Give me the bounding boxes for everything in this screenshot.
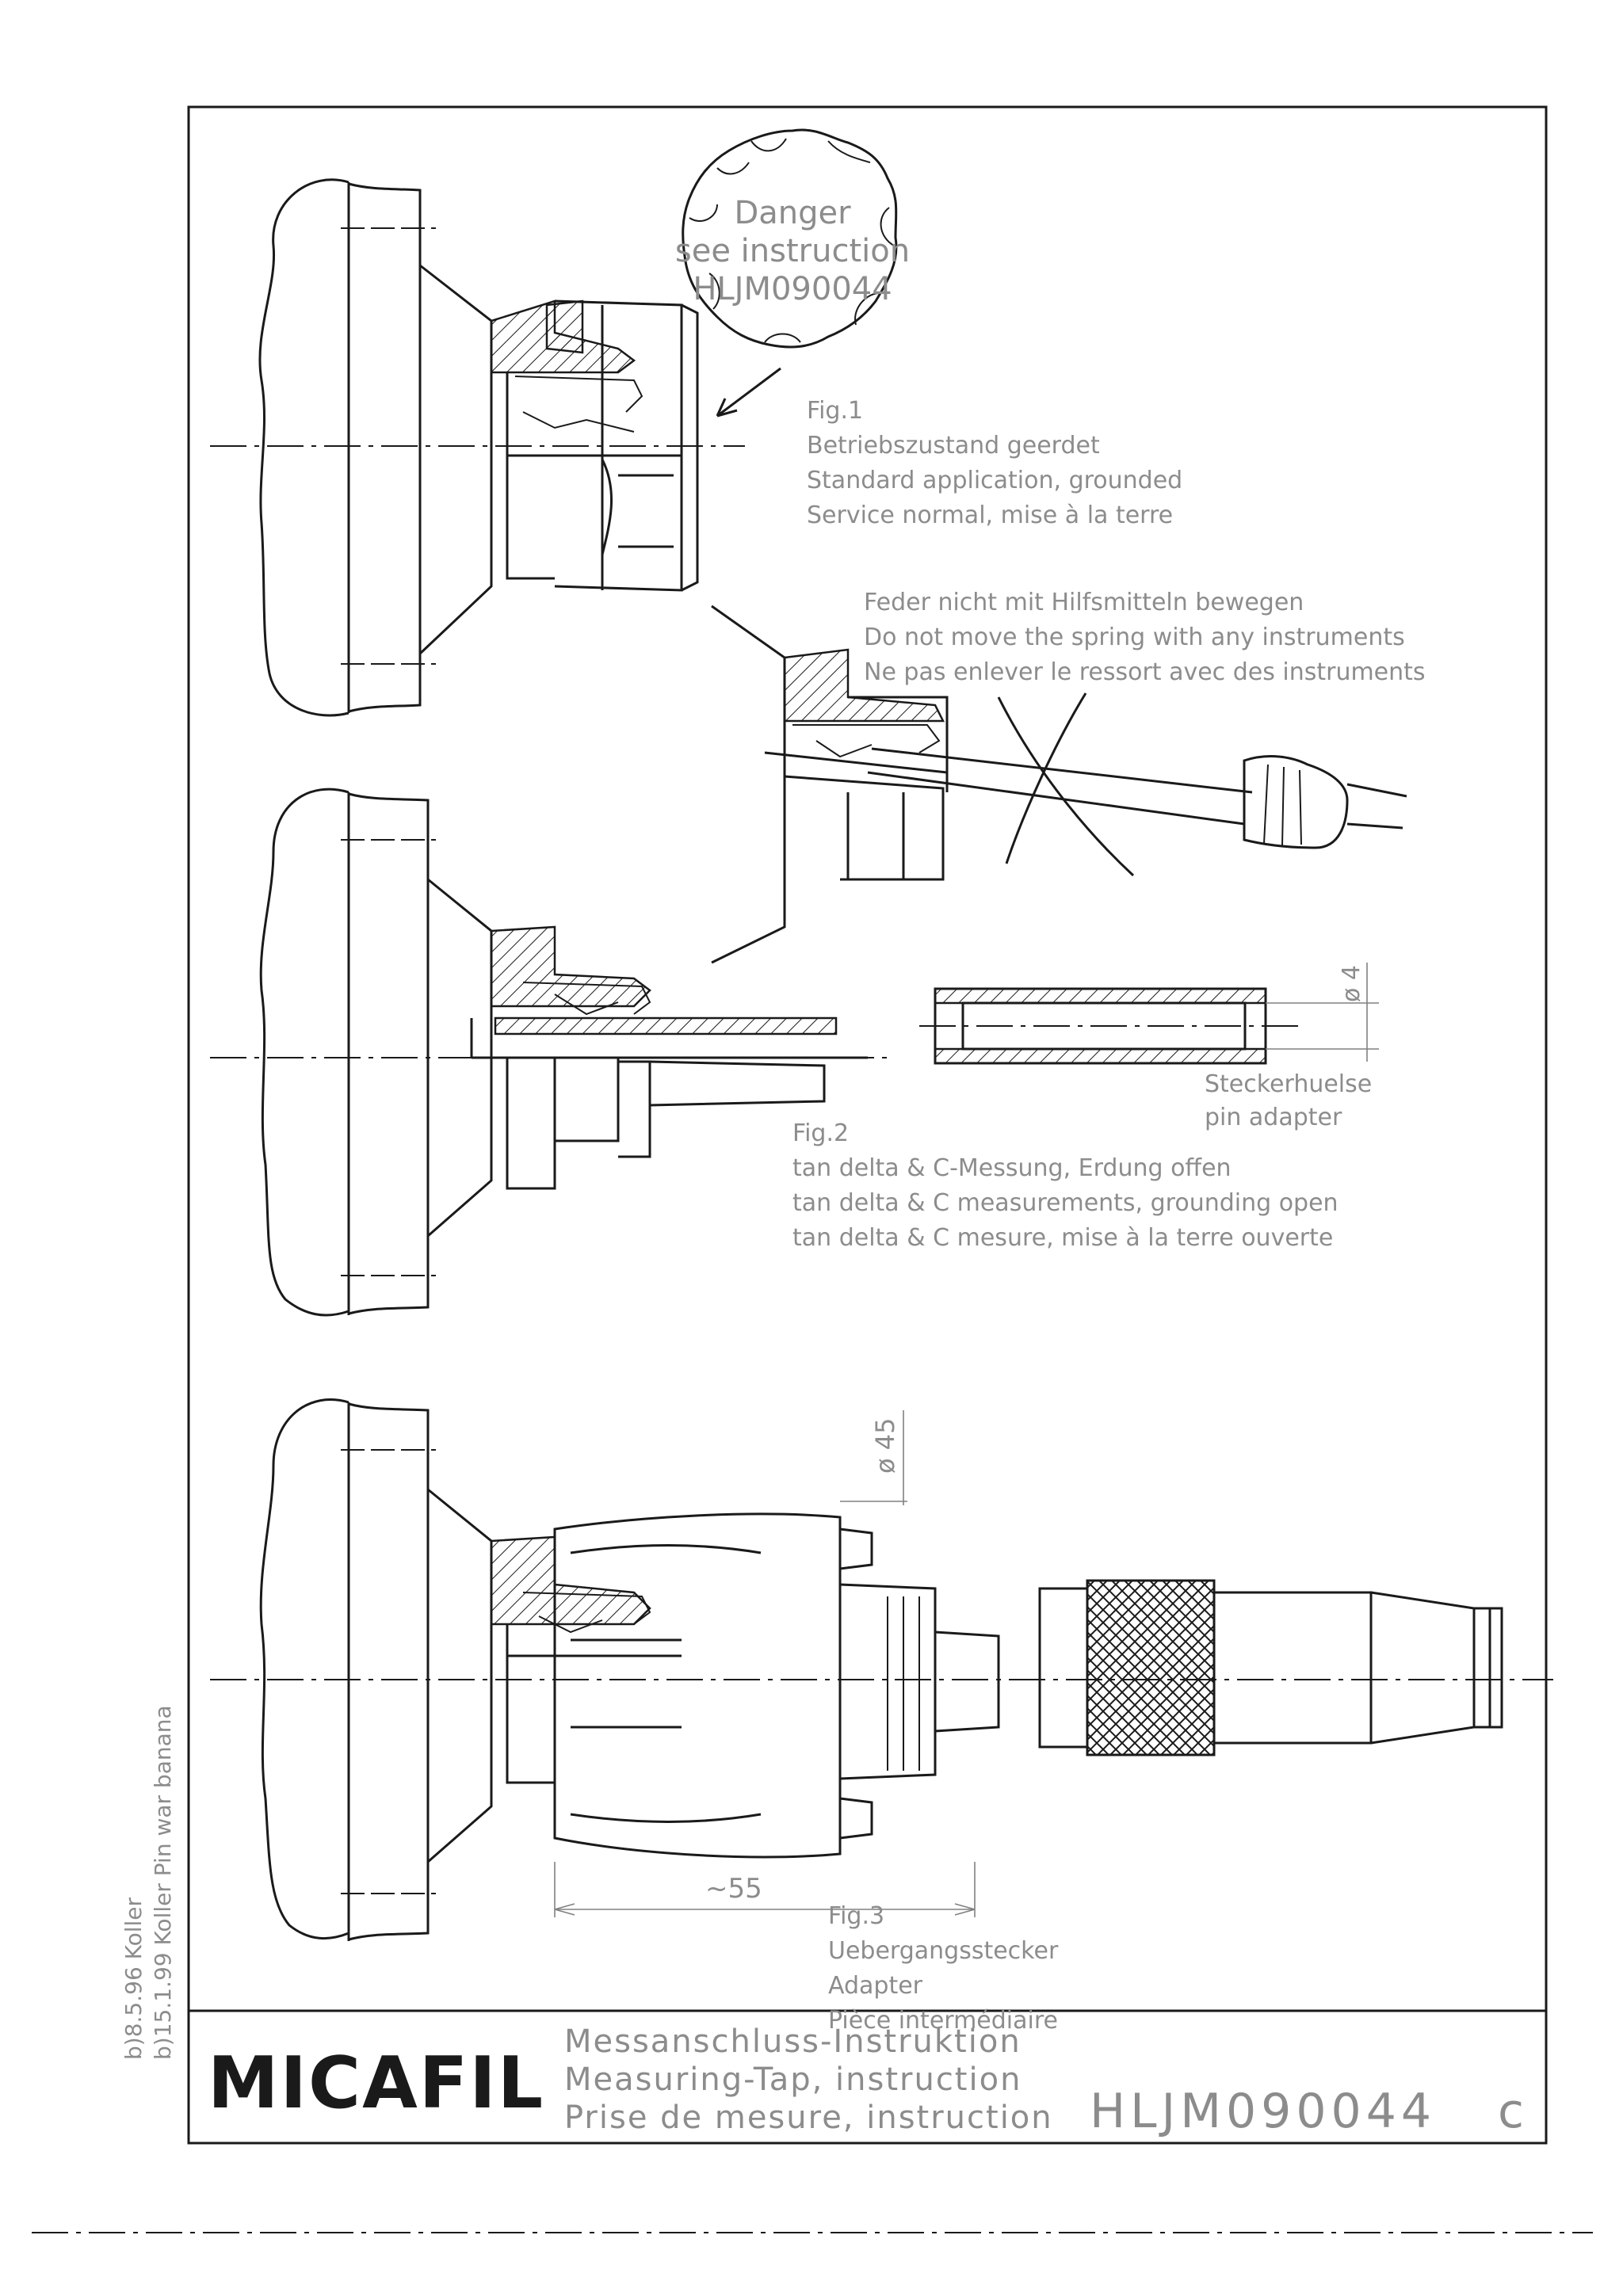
drawing-number: HLJM090044: [1090, 2084, 1436, 2139]
pin-adapter-dimension: ø 4: [1338, 965, 1365, 1002]
fig2-caption-de: tan delta & C-Messung, Erdung offen: [792, 1154, 1232, 1182]
warning-detail-drawing: [711, 605, 1407, 964]
revision-line1: b)8.5.96 Koller: [120, 1897, 147, 2060]
danger-label-line2: see instruction: [675, 233, 910, 269]
micafil-logo: MICAFIL: [208, 2042, 544, 2125]
fig2-caption-fr: tan delta & C mesure, mise à la terre ou…: [792, 1224, 1333, 1252]
title-en: Measuring-Tap, instruction: [564, 2061, 1022, 2098]
pin-adapter-label-de: Steckerhuelse: [1205, 1070, 1372, 1098]
danger-pointer-arrow: [716, 367, 781, 418]
revision-line2: b)15.1.99 Koller Pin war banana: [150, 1705, 176, 2060]
danger-label-line3: HLJM090044: [693, 271, 892, 307]
title-fr: Prise de mesure, instruction: [564, 2100, 1053, 2136]
fig3-number: Fig.3: [828, 1902, 884, 1930]
fig3-caption: Fig.3 Uebergangsstecker Adapter Pièce in…: [828, 1902, 1059, 2035]
adapter-plug-drawing: [1038, 1579, 1503, 1756]
fig1-drawing: [210, 178, 745, 717]
fig3-caption-de: Uebergangsstecker: [828, 1937, 1059, 1965]
fig3-caption-fr: Pièce intermédiaire: [828, 2007, 1058, 2035]
fig1-caption-de: Betriebszustand geerdet: [807, 432, 1100, 460]
fig2-caption: Fig.2 tan delta & C-Messung, Erdung offe…: [792, 1119, 1338, 1252]
warning-en: Do not move the spring with any instrume…: [864, 624, 1405, 651]
warning-caption: Feder nicht mit Hilfsmitteln bewegen Do …: [864, 589, 1426, 686]
warning-de: Feder nicht mit Hilfsmitteln bewegen: [864, 589, 1304, 616]
fig3-caption-en: Adapter: [828, 1972, 923, 2000]
fig2-caption-en: tan delta & C measurements, grounding op…: [792, 1189, 1338, 1217]
pin-adapter-label-en: pin adapter: [1205, 1104, 1342, 1131]
fig3-dimension-length: ~55: [705, 1873, 762, 1905]
drawing-revision: c: [1498, 2084, 1524, 2139]
title-de: Messanschluss-Instruktion: [564, 2023, 1022, 2060]
fig3-dimension-diameter: ø 45: [870, 1418, 900, 1474]
danger-label-line1: Danger: [734, 195, 851, 231]
revision-notes: b)8.5.96 Koller b)15.1.99 Koller Pin war…: [120, 1705, 176, 2060]
fig1-caption-en: Standard application, grounded: [807, 467, 1182, 494]
fig1-caption-fr: Service normal, mise à la terre: [807, 502, 1173, 529]
fig2-number: Fig.2: [792, 1119, 849, 1147]
danger-label-circle: Danger see instruction HLJM090044: [675, 128, 910, 418]
fig1-caption: Fig.1 Betriebszustand geerdet Standard a…: [807, 397, 1182, 529]
warning-fr: Ne pas enlever le ressort avec des instr…: [864, 658, 1426, 686]
fig3-drawing: ø 45 ~55: [210, 1398, 1553, 1941]
pin-adapter-drawing: ø 4 Steckerhuelse pin adapter: [919, 963, 1379, 1131]
prohibited-cross-icon: [997, 692, 1135, 877]
fig2-drawing: [210, 788, 888, 1317]
drawing-frame: [187, 105, 1548, 2145]
fig1-number: Fig.1: [807, 397, 863, 425]
title-block: MICAFIL Messanschluss-Instruktion Measur…: [208, 2023, 1524, 2139]
